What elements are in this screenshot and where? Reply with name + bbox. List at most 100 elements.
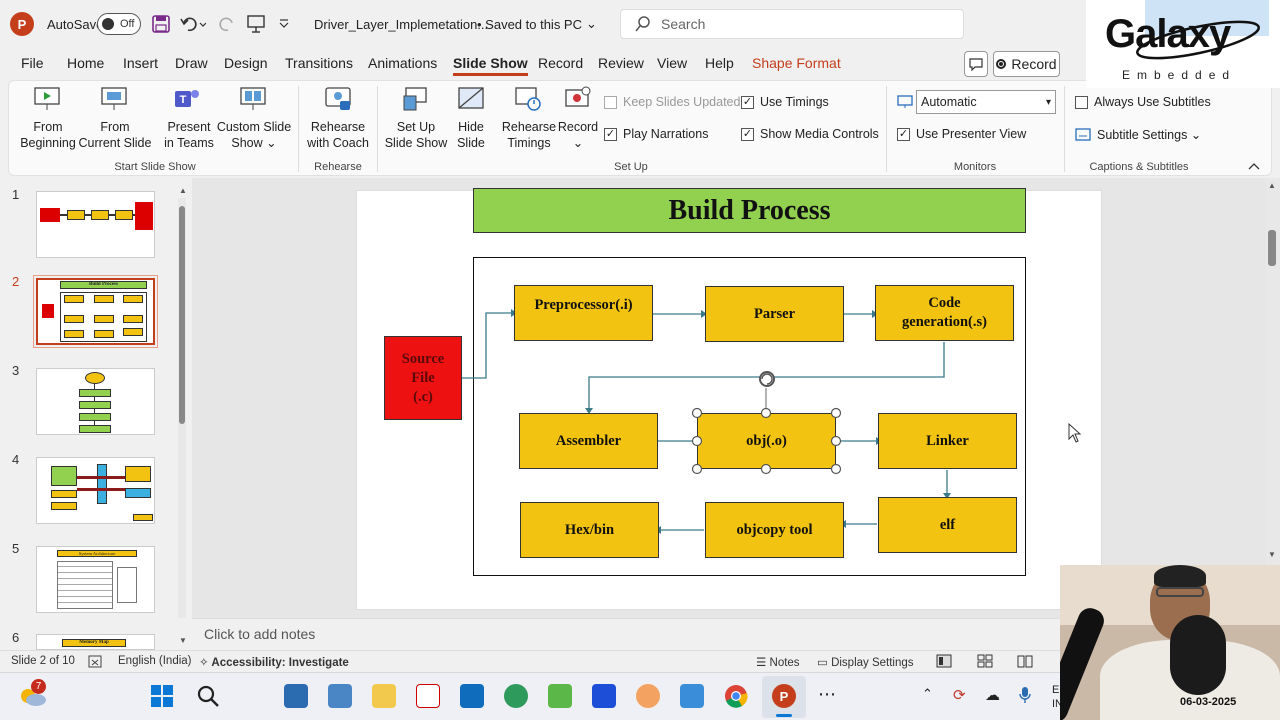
snip-app-icon[interactable] xyxy=(680,684,704,708)
display-icon: ▭ xyxy=(817,657,832,669)
comments-button[interactable] xyxy=(964,51,988,77)
preprocessor-box[interactable]: Preprocessor(.i) xyxy=(514,285,653,341)
store-app-icon[interactable] xyxy=(284,684,308,708)
parser-box[interactable]: Parser xyxy=(705,286,844,342)
slide-thumbnail-4[interactable] xyxy=(36,457,155,524)
present-icon[interactable] xyxy=(246,14,266,34)
redo-icon[interactable] xyxy=(218,15,236,33)
search-input[interactable]: Search xyxy=(620,9,964,39)
file-name[interactable]: Driver_Layer_Implemetation... xyxy=(314,16,489,32)
linker-box[interactable]: Linker xyxy=(878,413,1017,469)
keil-app-icon[interactable] xyxy=(504,684,528,708)
spelling-icon[interactable] xyxy=(88,655,102,668)
canvas-scrollbar[interactable] xyxy=(1266,178,1280,618)
use-presenter-view-checkbox[interactable]: ✓Use Presenter View xyxy=(897,127,1026,141)
canvas-scroll-thumb[interactable] xyxy=(1268,230,1276,266)
collapse-ribbon-icon[interactable] xyxy=(1248,162,1260,170)
windows-start-icon[interactable] xyxy=(150,684,174,708)
play-narrations-checkbox[interactable]: ✓Play Narrations xyxy=(604,127,708,141)
paint-app-icon[interactable] xyxy=(636,684,660,708)
scroll-up-icon[interactable]: ▲ xyxy=(1268,181,1276,190)
outlook-app-icon[interactable] xyxy=(460,684,484,708)
language-indicator[interactable]: English (India) xyxy=(118,655,192,667)
objcopy-tool-box[interactable]: objcopy tool xyxy=(705,502,844,558)
show-media-controls-checkbox[interactable]: ✓Show Media Controls xyxy=(741,127,879,141)
jlink-app-icon[interactable] xyxy=(592,684,616,708)
tab-help[interactable]: Help xyxy=(705,55,734,71)
tab-slide-show[interactable]: Slide Show xyxy=(453,55,528,76)
codegen-l2: generation(.s) xyxy=(902,314,987,330)
customize-qat-icon[interactable] xyxy=(278,18,290,30)
save-status[interactable]: • Saved to this PC⌄ xyxy=(477,0,597,48)
tab-draw[interactable]: Draw xyxy=(175,55,208,71)
sync-icon[interactable]: ⟳ xyxy=(953,687,966,704)
onedrive-icon[interactable]: ☁ xyxy=(985,687,1000,704)
setup-show-l1: Set Up xyxy=(396,120,436,134)
tab-record[interactable]: Record xyxy=(538,55,584,71)
slide-thumbnail-1[interactable] xyxy=(36,191,155,258)
e2-studio-app-icon[interactable] xyxy=(328,684,352,708)
record-slide-button[interactable]: Record⌄ xyxy=(556,119,600,151)
assembler-box[interactable]: Assembler xyxy=(519,413,658,469)
tab-transitions[interactable]: Transitions xyxy=(285,55,353,71)
notes-button[interactable]: ☰ Notes xyxy=(756,655,800,669)
thumbnail-scroll-thumb[interactable] xyxy=(179,206,185,424)
always-use-subtitles-checkbox[interactable]: Always Use Subtitles xyxy=(1075,95,1211,109)
more-apps-icon[interactable]: ⋯ xyxy=(818,684,836,704)
scroll-up-icon[interactable]: ▲ xyxy=(179,186,187,195)
elf-box[interactable]: elf xyxy=(878,497,1017,553)
rehearse-timings-icon xyxy=(515,87,541,111)
tab-file[interactable]: File xyxy=(21,55,44,71)
powerpoint-taskbar-icon[interactable]: P xyxy=(772,684,796,708)
record-button[interactable]: Record xyxy=(993,51,1060,77)
slide-thumbnail-3[interactable] xyxy=(36,368,155,435)
accessibility-status[interactable]: ✧ Accessibility: Investigate xyxy=(199,655,349,669)
tab-view[interactable]: View xyxy=(657,55,688,71)
subtitle-settings-button[interactable]: Subtitle Settings ⌄ xyxy=(1075,127,1201,142)
display-settings-button[interactable]: ▭ Display Settings xyxy=(817,655,914,669)
monitor-select[interactable]: Automatic▾ xyxy=(916,90,1056,114)
hex-bin-box[interactable]: Hex/bin xyxy=(520,502,659,558)
autosave-toggle[interactable]: Off xyxy=(97,13,141,35)
undo-icon[interactable] xyxy=(180,15,206,33)
file-explorer-icon[interactable] xyxy=(372,684,396,708)
notes-label: Notes xyxy=(769,657,800,669)
tab-home[interactable]: Home xyxy=(67,55,105,71)
reading-view-icon[interactable] xyxy=(1017,654,1033,668)
use-timings-checkbox[interactable]: ✓Use Timings xyxy=(741,95,829,109)
slide-thumbnail-2[interactable]: Build Process xyxy=(34,276,157,347)
notepad-plus-app-icon[interactable] xyxy=(548,684,572,708)
normal-view-icon[interactable] xyxy=(936,654,952,668)
tab-animations[interactable]: Animations xyxy=(368,55,438,71)
scroll-down-icon[interactable]: ▼ xyxy=(179,636,187,645)
save-icon[interactable] xyxy=(152,15,170,33)
weather-icon[interactable] xyxy=(18,682,48,708)
renesas-app-icon[interactable] xyxy=(416,684,440,708)
slide-title[interactable]: Build Process xyxy=(473,188,1026,233)
show-hidden-icons-icon[interactable]: ⌃ xyxy=(922,686,933,701)
microphone-icon[interactable] xyxy=(1018,686,1032,704)
scroll-down-icon[interactable]: ▼ xyxy=(1268,550,1276,559)
tab-review[interactable]: Review xyxy=(598,55,644,71)
slide-sorter-icon[interactable] xyxy=(977,654,993,668)
thumb-shape xyxy=(51,466,77,486)
tab-insert[interactable]: Insert xyxy=(123,55,159,71)
taskbar-search-icon[interactable] xyxy=(196,684,220,708)
obj-box[interactable]: obj(.o) xyxy=(697,413,836,469)
slide-thumbnail-5[interactable]: System Architecture xyxy=(36,546,155,613)
slide-thumbnail-6[interactable]: Memory Map xyxy=(36,634,155,650)
tab-shape-format[interactable]: Shape Format xyxy=(752,55,841,71)
chrome-icon[interactable] xyxy=(724,684,748,708)
keep-slides-updated-checkbox[interactable]: Keep Slides Updated xyxy=(604,95,740,109)
tab-design[interactable]: Design xyxy=(224,55,268,71)
